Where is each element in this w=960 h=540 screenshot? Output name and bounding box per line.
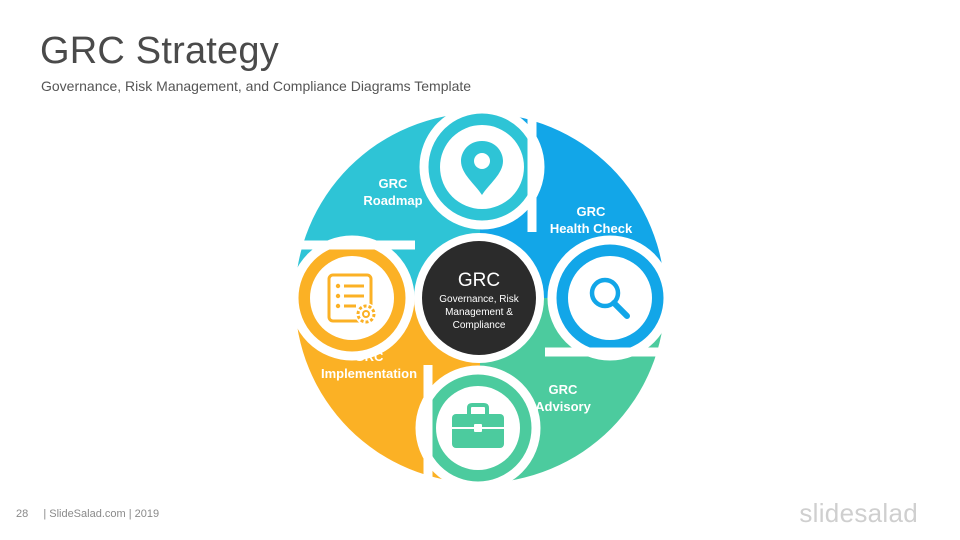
label-advisory-line-1: GRC bbox=[549, 382, 579, 397]
slidesalad-logo: slidesalad bbox=[799, 498, 918, 528]
footer-text: | SlideSalad.com | 2019 bbox=[43, 508, 160, 520]
label-roadmap-line-1: GRC bbox=[379, 176, 409, 191]
search-icon bbox=[589, 277, 630, 319]
checklist-gear-icon bbox=[327, 273, 377, 325]
slide-footer: 28 | SlideSalad.com | 2019 bbox=[16, 508, 159, 520]
center-line-2: Management & bbox=[445, 307, 513, 318]
label-health-check-line-1: GRC bbox=[577, 204, 607, 219]
slide-title: GRC Strategy bbox=[40, 30, 279, 72]
label-advisory-line-2: Advisory bbox=[535, 399, 591, 414]
icon-plate-implementation bbox=[310, 256, 394, 340]
page-number: 28 bbox=[16, 508, 29, 520]
briefcase-icon bbox=[452, 403, 504, 448]
label-implementation-line-2: Implementation bbox=[321, 366, 417, 381]
slide-subtitle: Governance, Risk Management, and Complia… bbox=[41, 78, 472, 94]
location-pin-icon bbox=[461, 141, 503, 195]
segment-separators bbox=[300, 110, 660, 486]
center-title: GRC bbox=[458, 270, 500, 291]
label-roadmap-line-2: Roadmap bbox=[363, 193, 422, 208]
center-circle bbox=[422, 241, 536, 355]
label-health-check-line-2: Health Check bbox=[550, 221, 633, 236]
center-line-3: Compliance bbox=[453, 320, 506, 331]
icon-plate-health-check bbox=[568, 256, 652, 340]
center-line-1: Governance, Risk bbox=[439, 294, 519, 305]
label-implementation-line-1: GRC bbox=[355, 349, 385, 364]
